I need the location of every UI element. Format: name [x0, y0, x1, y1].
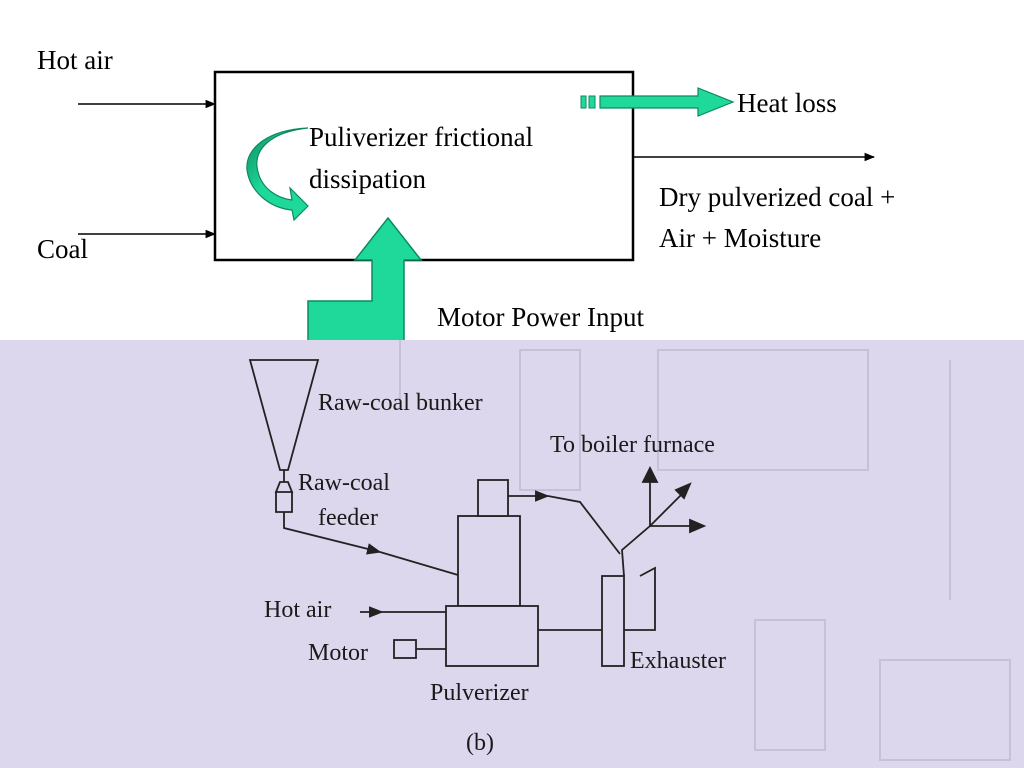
- top-duct-to-exhauster: [547, 495, 621, 555]
- exhauster-label: Exhauster: [630, 648, 726, 674]
- raw-coal-feeder-label-line1: Raw-coal: [298, 470, 390, 496]
- raw-coal-bunker-shape: [248, 359, 320, 471]
- feeder-line-extension: [379, 551, 459, 576]
- motor-power-arrow: [307, 216, 423, 345]
- feeder-to-pulverizer-line: [283, 512, 382, 555]
- heat-loss-label: Heat loss: [737, 88, 837, 118]
- boiler-furnace-arrows: [649, 470, 700, 527]
- raw-coal-feeder-shape: [274, 481, 294, 513]
- output-label-line2: Air + Moisture: [659, 223, 822, 253]
- pulverizer-box: [213, 70, 635, 262]
- pulverizer-shape: [445, 605, 539, 667]
- raw-coal-bunker-label: Raw-coal bunker: [318, 390, 483, 416]
- dissipation-label-line1: Puliverizer frictional: [309, 122, 534, 152]
- exhauster-duct: [621, 525, 656, 631]
- arrowhead-up: [641, 465, 659, 483]
- energy-balance-diagram: [78, 70, 876, 345]
- arrowhead-diag: [674, 482, 692, 500]
- raw-coal-feeder-label-line2: feeder: [318, 505, 378, 531]
- output-label-line1: Dry pulverized coal +: [659, 182, 896, 212]
- pulverizer-system-figure: [248, 340, 1011, 761]
- dissipation-label-line2: dissipation: [309, 164, 427, 194]
- figure-caption: (b): [466, 730, 494, 756]
- pulverizer-label: Pulverizer: [430, 680, 529, 706]
- arrowhead-right: [689, 518, 707, 534]
- coal-label: Coal: [37, 234, 88, 264]
- motor-shape: [393, 639, 417, 659]
- hot-air-inlet-label: Hot air: [264, 597, 332, 623]
- hot-air-label: Hot air: [37, 45, 113, 75]
- to-boiler-furnace-label: To boiler furnace: [550, 432, 715, 458]
- exhauster-shape: [601, 575, 625, 667]
- dissipation-curved-arrow: [246, 127, 309, 222]
- classifier-column: [457, 515, 521, 607]
- classifier-top-box: [477, 479, 509, 517]
- motor-power-label: Motor Power Input: [437, 302, 644, 332]
- heat-loss-arrow: [580, 87, 735, 117]
- bleed-through-marks: [399, 340, 1011, 761]
- motor-label: Motor: [308, 640, 368, 666]
